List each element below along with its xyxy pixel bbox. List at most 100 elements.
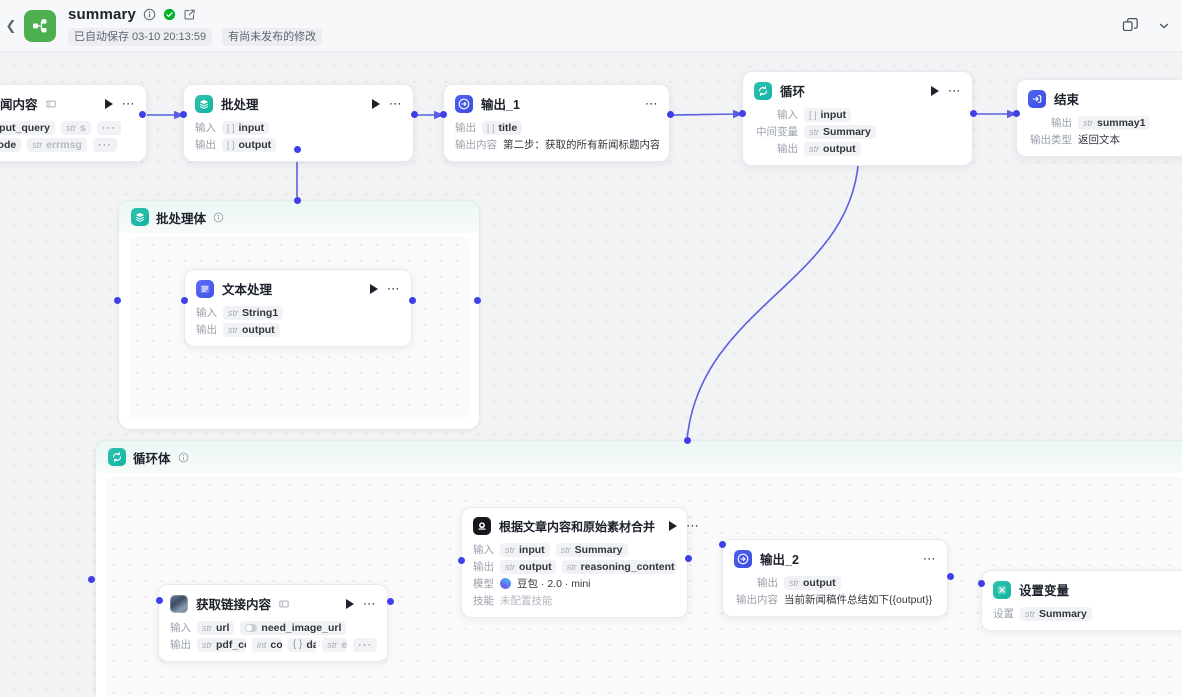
param-type: [ ] [227,122,235,133]
run-play-icon[interactable] [371,98,380,109]
edit-square-icon[interactable] [182,8,196,22]
info-circle-icon[interactable] [142,8,156,22]
more-dots-icon[interactable]: ⋯ [947,82,962,98]
port[interactable] [684,437,691,444]
run-play-icon[interactable] [345,598,354,609]
info-circle-icon[interactable] [178,452,189,463]
port[interactable] [409,297,416,304]
more-dots-icon[interactable]: ⋯ [922,550,937,566]
port[interactable] [970,110,977,117]
param-pill[interactable]: [ ]output [222,137,277,152]
copy-windows-icon[interactable] [1120,16,1140,36]
port[interactable] [458,557,465,564]
meta-row: 已自动保存 03-10 20:13:59 有尚未发布的修改 [68,28,323,46]
port[interactable] [667,111,674,118]
port[interactable] [440,111,447,118]
param-pill[interactable]: [ ]title [482,120,523,135]
batch-layers-icon [131,208,149,226]
more-dots-icon[interactable]: ⋯ [121,95,136,111]
param-pill[interactable]: need_image_url [240,620,347,635]
node-header: 设置变量 [982,571,1182,605]
param-name: output [823,142,856,155]
port[interactable] [978,580,985,587]
node-header: 循环 ⋯ [743,72,972,106]
rename-icon[interactable] [45,99,56,109]
rename-icon[interactable] [279,599,289,609]
port[interactable] [685,555,692,562]
more-dots-icon[interactable]: ⋯ [388,95,403,111]
more-dots-icon[interactable]: ⋯ [686,518,701,533]
more-dots-icon[interactable]: ⋯ [644,95,659,111]
more-params-button[interactable]: ··· [96,120,121,135]
caret-down-icon[interactable] [1154,16,1174,36]
param-pill[interactable]: [ ]input [222,120,270,135]
run-play-icon[interactable] [669,521,678,531]
port[interactable] [181,297,188,304]
info-circle-icon[interactable] [213,212,224,223]
port[interactable] [180,111,187,118]
param-pill[interactable]: { }data [287,637,317,652]
param-pill[interactable]: [ ]input [804,107,852,122]
param-pill[interactable]: interrcode [0,137,22,152]
output-arrow-icon [734,549,752,568]
port[interactable] [739,110,746,117]
param-type: int [256,639,267,650]
port[interactable] [139,111,146,118]
node-batch[interactable]: 批处理 ⋯ 输入 [ ]input 输出 [ ]output [183,84,414,162]
more-dots-icon[interactable]: ⋯ [362,595,377,611]
port[interactable] [719,541,726,548]
port[interactable] [947,573,954,580]
port[interactable] [114,297,121,304]
port[interactable] [474,297,481,304]
more-dots-icon[interactable]: ⋯ [386,280,401,296]
port[interactable] [156,597,163,604]
more-params-button[interactable]: ··· [92,137,117,152]
run-play-icon[interactable] [369,283,378,294]
port[interactable] [294,197,301,204]
port[interactable] [1013,110,1020,117]
row-label: 输出类型 [1030,134,1072,146]
port[interactable] [387,598,394,605]
run-play-icon[interactable] [104,98,113,109]
node-output-1[interactable]: 输出_1 ⋯ 输出 [ ]title 输出内容 第二步：获取的所有新闻标题内容如… [443,84,670,162]
port[interactable] [88,576,95,583]
node-title: 文本处理 [222,283,273,297]
port[interactable] [411,111,418,118]
port[interactable] [294,146,301,153]
more-params-button[interactable]: ··· [353,637,377,652]
param-pill[interactable]: intcode [251,637,282,652]
back-chevron-icon[interactable]: ❮ [5,17,17,33]
node-header: 结束 [1017,80,1182,114]
run-play-icon[interactable] [930,85,939,96]
param-name: output [519,560,552,573]
